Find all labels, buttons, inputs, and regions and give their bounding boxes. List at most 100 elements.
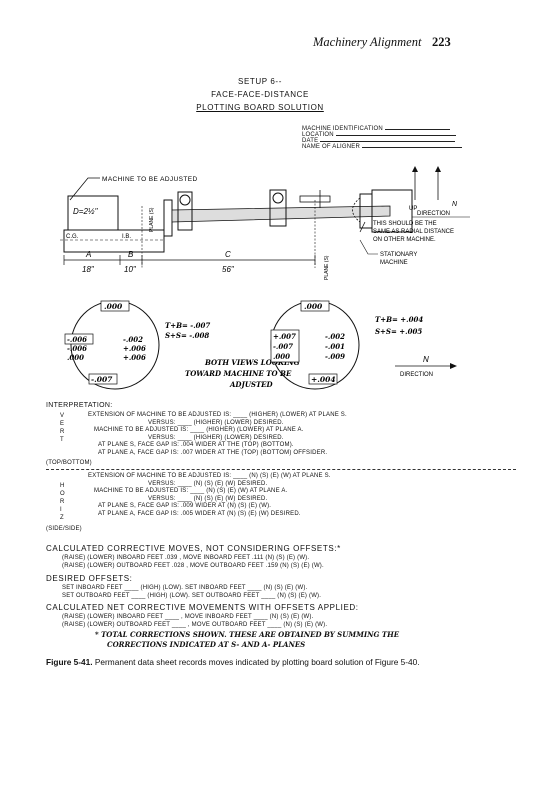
calc1-row: (RAISE) (LOWER) OUTBOARD FEET .028 , MOV… bbox=[62, 563, 324, 569]
right-formula-2: S+S= +.005 bbox=[375, 327, 422, 336]
dial-indicator-right bbox=[272, 192, 284, 204]
dial-indicator-left bbox=[179, 194, 191, 206]
plotting-title: PLOTTING BOARD SOLUTION bbox=[196, 103, 324, 112]
desired-row: SET INBOARD FEET ____ (HIGH) (LOW). SET … bbox=[62, 585, 308, 591]
direction-label: DIRECTION bbox=[417, 211, 450, 217]
up-label: UP bbox=[409, 206, 417, 212]
horiz-letters: H O R I Z bbox=[60, 483, 65, 521]
dim-a-value: 18" bbox=[82, 265, 95, 274]
up-arrow-icon bbox=[412, 166, 418, 172]
plane-b-label: PLANE (S) bbox=[324, 255, 330, 280]
dim-c-value: 56" bbox=[222, 265, 235, 274]
alignment-diagram: MACHINE TO BE ADJUSTED D=2½" C.G. I.B. P… bbox=[60, 166, 470, 280]
right-dial-left-2: -.007 bbox=[273, 342, 293, 351]
vert-rows: EXTENSION OF MACHINE TO BE ADJUSTED IS: … bbox=[88, 412, 347, 458]
left-formula-1: T+B= -.007 bbox=[165, 321, 210, 330]
right-dial-right-2: -.001 bbox=[325, 342, 345, 351]
right-dial-bottom: +.004 bbox=[311, 375, 336, 384]
note-2: TOWARD MACHINE TO BE bbox=[185, 369, 292, 378]
left-formula-2: S+S= -.008 bbox=[165, 331, 209, 340]
dial-readings: .000 -.006 -.006 .000 -.002 +.006 +.006 … bbox=[64, 300, 457, 390]
stationary-line-2: MACHINE bbox=[380, 260, 408, 266]
field-machine-id: MACHINE IDENTIFICATION bbox=[302, 126, 462, 132]
desired-heading: DESIRED OFFSETS: bbox=[46, 574, 133, 583]
left-dial-left: -.006 bbox=[67, 335, 87, 344]
right-dial-right: -.002 bbox=[325, 332, 345, 341]
field-date: DATE bbox=[302, 138, 462, 144]
calc2-footnote: * TOTAL CORRECTIONS SHOWN. THESE ARE OBT… bbox=[95, 630, 400, 649]
cg-label: C.G. bbox=[66, 234, 79, 240]
machine-base bbox=[63, 229, 165, 253]
horiz-row: VERSUS: ____ (N) (S) (E) (W) DESIRED. bbox=[148, 495, 268, 502]
dim-b: B bbox=[128, 250, 134, 259]
figure-label: Figure 5-41. bbox=[46, 657, 93, 667]
plane-a-label: PLANE (S) bbox=[149, 207, 155, 232]
vert-row: VERSUS: ____ (HIGHER) (LOWER) DESIRED. bbox=[148, 419, 284, 426]
left-dial-left-3: .000 bbox=[67, 353, 84, 362]
right-dial-top: .000 bbox=[304, 302, 323, 311]
form-fields: MACHINE IDENTIFICATION LOCATION DATE NAM… bbox=[302, 126, 462, 150]
horiz-row: AT PLANE S, FACE GAP IS: .009 WIDER AT (… bbox=[98, 503, 272, 510]
setup-title: SETUP 6-- bbox=[238, 77, 282, 86]
calc2-heading: CALCULATED NET CORRECTIVE MOVEMENTS WITH… bbox=[46, 603, 359, 612]
dim-d: D=2½" bbox=[73, 207, 99, 216]
note-line-3: ON OTHER MACHINE. bbox=[373, 237, 436, 243]
dim-a: A bbox=[85, 250, 91, 259]
horiz-row: EXTENSION OF MACHINE TO BE ADJUSTED IS: … bbox=[88, 473, 331, 479]
left-dial-bottom: -.007 bbox=[91, 375, 113, 384]
dial-direction-label: DIRECTION bbox=[400, 372, 433, 378]
horiz-row: AT PLANE A, FACE GAP IS: .005 WIDER AT (… bbox=[98, 510, 301, 517]
dim-c: C bbox=[225, 250, 231, 259]
figure-text: Permanent data sheet records moves indic… bbox=[94, 657, 420, 667]
vert-row: AT PLANE S, FACE GAP IS: .004 WIDER AT T… bbox=[98, 442, 294, 449]
ib-label: I.B. bbox=[122, 234, 131, 240]
field-aligner: NAME OF ALIGNER bbox=[302, 144, 462, 150]
horiz-rows: EXTENSION OF MACHINE TO BE ADJUSTED IS: … bbox=[88, 473, 331, 519]
shaft bbox=[171, 205, 391, 223]
right-formula-1: T+B= +.004 bbox=[375, 315, 423, 324]
desired-rows: SET INBOARD FEET ____ (HIGH) (LOW). SET … bbox=[62, 584, 321, 600]
dial-n-label: N bbox=[423, 355, 429, 364]
note-line-1: THIS SHOULD BE THE bbox=[373, 221, 437, 227]
note-1: BOTH VIEWS LOOKING bbox=[204, 358, 300, 367]
east-arrow-icon bbox=[450, 363, 457, 369]
right-dial-left-3: .000 bbox=[273, 352, 290, 361]
stationary-line-1: STATIONARY bbox=[380, 252, 417, 258]
left-dial-right-2: +.006 bbox=[123, 344, 146, 353]
face-title: FACE-FACE-DISTANCE bbox=[211, 90, 309, 99]
north-arrow-icon bbox=[435, 166, 441, 172]
vert-row: AT PLANE A, FACE GAP IS: .007 WIDER AT T… bbox=[98, 449, 328, 456]
divider bbox=[46, 469, 516, 470]
horiz-row: MACHINE TO BE ADJUSTED IS: ____ (N) (S) … bbox=[94, 488, 288, 495]
interpretation-heading: INTERPRETATION: bbox=[46, 402, 113, 409]
desired-row: SET OUTBOARD FEET ____ (HIGH) (LOW). SET… bbox=[62, 593, 322, 599]
machine-pointer bbox=[69, 177, 100, 201]
dim-b-value: 10" bbox=[124, 265, 137, 274]
field-location: LOCATION bbox=[302, 132, 462, 138]
note-line-2: SAME AS RADIAL DISTANCE bbox=[373, 229, 454, 235]
horiz-caption: (SIDE/SIDE) bbox=[46, 526, 82, 532]
left-dial-left-2: -.006 bbox=[67, 344, 87, 353]
right-dial-right-3: -.009 bbox=[325, 352, 345, 361]
page-number: 223 bbox=[432, 35, 451, 49]
calc2-row: (RAISE) (LOWER) INBOARD FEET ____ , MOVE… bbox=[62, 614, 314, 620]
calc1-row: (RAISE) (LOWER) INBOARD FEET .039 , MOVE… bbox=[62, 555, 310, 561]
vert-letters: V E R T bbox=[60, 413, 65, 443]
vert-row: EXTENSION OF MACHINE TO BE ADJUSTED IS: … bbox=[88, 412, 347, 418]
figure-caption: Figure 5-41. Permanent data sheet record… bbox=[46, 657, 516, 668]
n-label: N bbox=[452, 201, 458, 208]
vert-row: MACHINE TO BE ADJUSTED IS: ____ (HIGHER)… bbox=[94, 427, 304, 434]
calc2-rows: (RAISE) (LOWER) INBOARD FEET ____ , MOVE… bbox=[62, 613, 327, 629]
vert-row: VERSUS: ____ (HIGHER) (LOWER) DESIRED. bbox=[148, 434, 284, 441]
machine-label: MACHINE TO BE ADJUSTED bbox=[102, 176, 198, 183]
calc1-heading: CALCULATED CORRECTIVE MOVES, NOT CONSIDE… bbox=[46, 544, 341, 553]
horiz-row: VERSUS: ____ (N) (S) (E) (W) DESIRED. bbox=[148, 480, 268, 487]
right-dial-left: +.007 bbox=[273, 332, 296, 341]
left-dial-right-3: +.006 bbox=[123, 353, 146, 362]
left-dial-top: .000 bbox=[104, 302, 123, 311]
calc1-rows: (RAISE) (LOWER) INBOARD FEET .039 , MOVE… bbox=[62, 554, 324, 570]
running-title: Machinery Alignment bbox=[313, 35, 422, 49]
left-dial-right: -.002 bbox=[123, 335, 143, 344]
calc2-row: (RAISE) (LOWER) OUTBOARD FEET ____ , MOV… bbox=[62, 622, 328, 628]
note-3: ADJUSTED bbox=[229, 380, 274, 389]
